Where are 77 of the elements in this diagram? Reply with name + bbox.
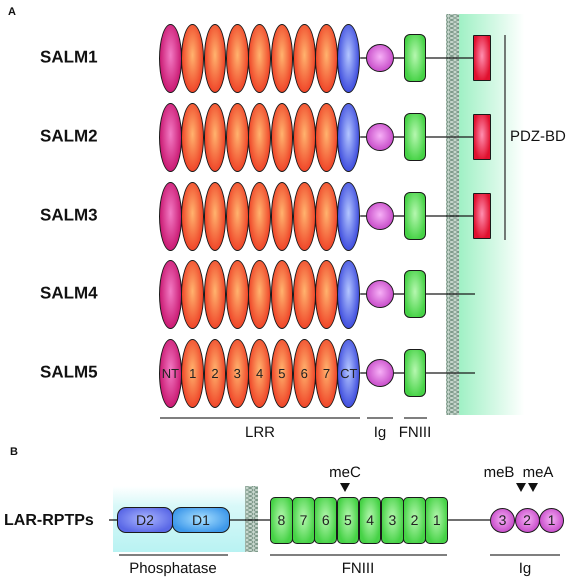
fniii-domain-box <box>404 270 426 318</box>
domain-label: 7 <box>300 513 308 527</box>
linker-line <box>394 293 404 295</box>
domain-label: 2 <box>410 513 418 527</box>
ig-domain-circle <box>366 44 394 72</box>
ig-domain-circle <box>366 359 394 387</box>
fniii-domain-box <box>358 496 382 544</box>
domain-name: Ig <box>518 560 532 578</box>
domain-label: 3 <box>498 513 506 527</box>
domain-label: 5 <box>278 366 286 380</box>
domain-name: LRR <box>245 424 275 442</box>
pdz-domain-box <box>473 193 491 239</box>
fniii-domain-box <box>403 496 426 544</box>
domain-label: 3 <box>234 366 241 380</box>
fniii-domain-box <box>404 192 426 240</box>
phosphatase-domain-box <box>172 507 230 533</box>
linker-line <box>394 215 404 217</box>
domain-label: D2 <box>136 513 154 527</box>
fniii-domain-box <box>314 496 338 544</box>
domain-name: Phosphatase <box>129 560 217 578</box>
panel-letter: A <box>8 6 16 18</box>
domain-label: CT <box>340 366 358 380</box>
domain-label: 8 <box>277 513 286 527</box>
fniii-domain-box <box>270 496 293 544</box>
fniii-domain-box <box>404 349 426 397</box>
protein-name: LAR-RPTPs <box>4 512 94 530</box>
domain-label: 6 <box>322 513 330 527</box>
protein-name: SALM1 <box>40 48 98 68</box>
domain-name: FNIII <box>342 560 374 578</box>
ig-domain-circle <box>539 508 564 532</box>
linker-line <box>426 57 473 59</box>
fniii-domain-box <box>404 34 426 82</box>
ig-domain-circle <box>514 508 540 532</box>
linker-line <box>394 372 404 374</box>
splice-site-label: meA <box>522 464 554 482</box>
splice-site-label: meC <box>329 464 361 482</box>
panel-letter: B <box>10 446 18 458</box>
fniii-domain-box <box>381 496 404 544</box>
domain-label: 4 <box>256 366 264 380</box>
domain-label: 2 <box>523 513 531 527</box>
phosphatase-domain-box <box>117 507 173 533</box>
domain-label: 2 <box>211 366 219 380</box>
fniii-domain-box <box>292 496 315 544</box>
domain-label: 7 <box>322 366 330 380</box>
ig-domain-circle <box>366 202 394 230</box>
linker-line <box>448 519 490 521</box>
domain-label: 3 <box>388 513 396 527</box>
pdz-domain-box <box>473 114 491 160</box>
linker-line <box>394 57 404 59</box>
fniii-domain-box <box>404 113 426 161</box>
protein-name: SALM4 <box>40 284 98 304</box>
domain-label: 1 <box>548 513 556 527</box>
linker-line <box>426 372 475 374</box>
domain-label: 1 <box>189 366 196 380</box>
protein-name: SALM3 <box>40 206 98 226</box>
linker-line <box>426 215 473 217</box>
domain-label: D1 <box>192 513 210 527</box>
linker-line <box>394 136 404 138</box>
domain-label: NT <box>162 366 180 380</box>
pdz-domain-box <box>473 35 491 81</box>
fniii-domain-box <box>336 496 360 544</box>
fniii-domain-box <box>425 496 448 544</box>
domain-label: 4 <box>366 513 374 527</box>
splice-site-label: meB <box>484 464 514 482</box>
protein-name: SALM2 <box>40 128 98 146</box>
domain-name: PDZ-BD <box>510 128 566 146</box>
linker-line <box>426 293 475 295</box>
domain-label: 1 <box>432 513 441 527</box>
domain-name: Ig <box>374 424 386 442</box>
domain-label: 6 <box>300 366 308 380</box>
protein-name: SALM5 <box>40 364 98 382</box>
linker-line <box>230 519 270 521</box>
ig-domain-circle <box>366 280 394 308</box>
domain-label: 5 <box>344 513 352 527</box>
domain-name: FNIII <box>398 424 432 442</box>
ig-domain-circle <box>366 123 394 151</box>
ig-domain-circle <box>490 508 515 532</box>
